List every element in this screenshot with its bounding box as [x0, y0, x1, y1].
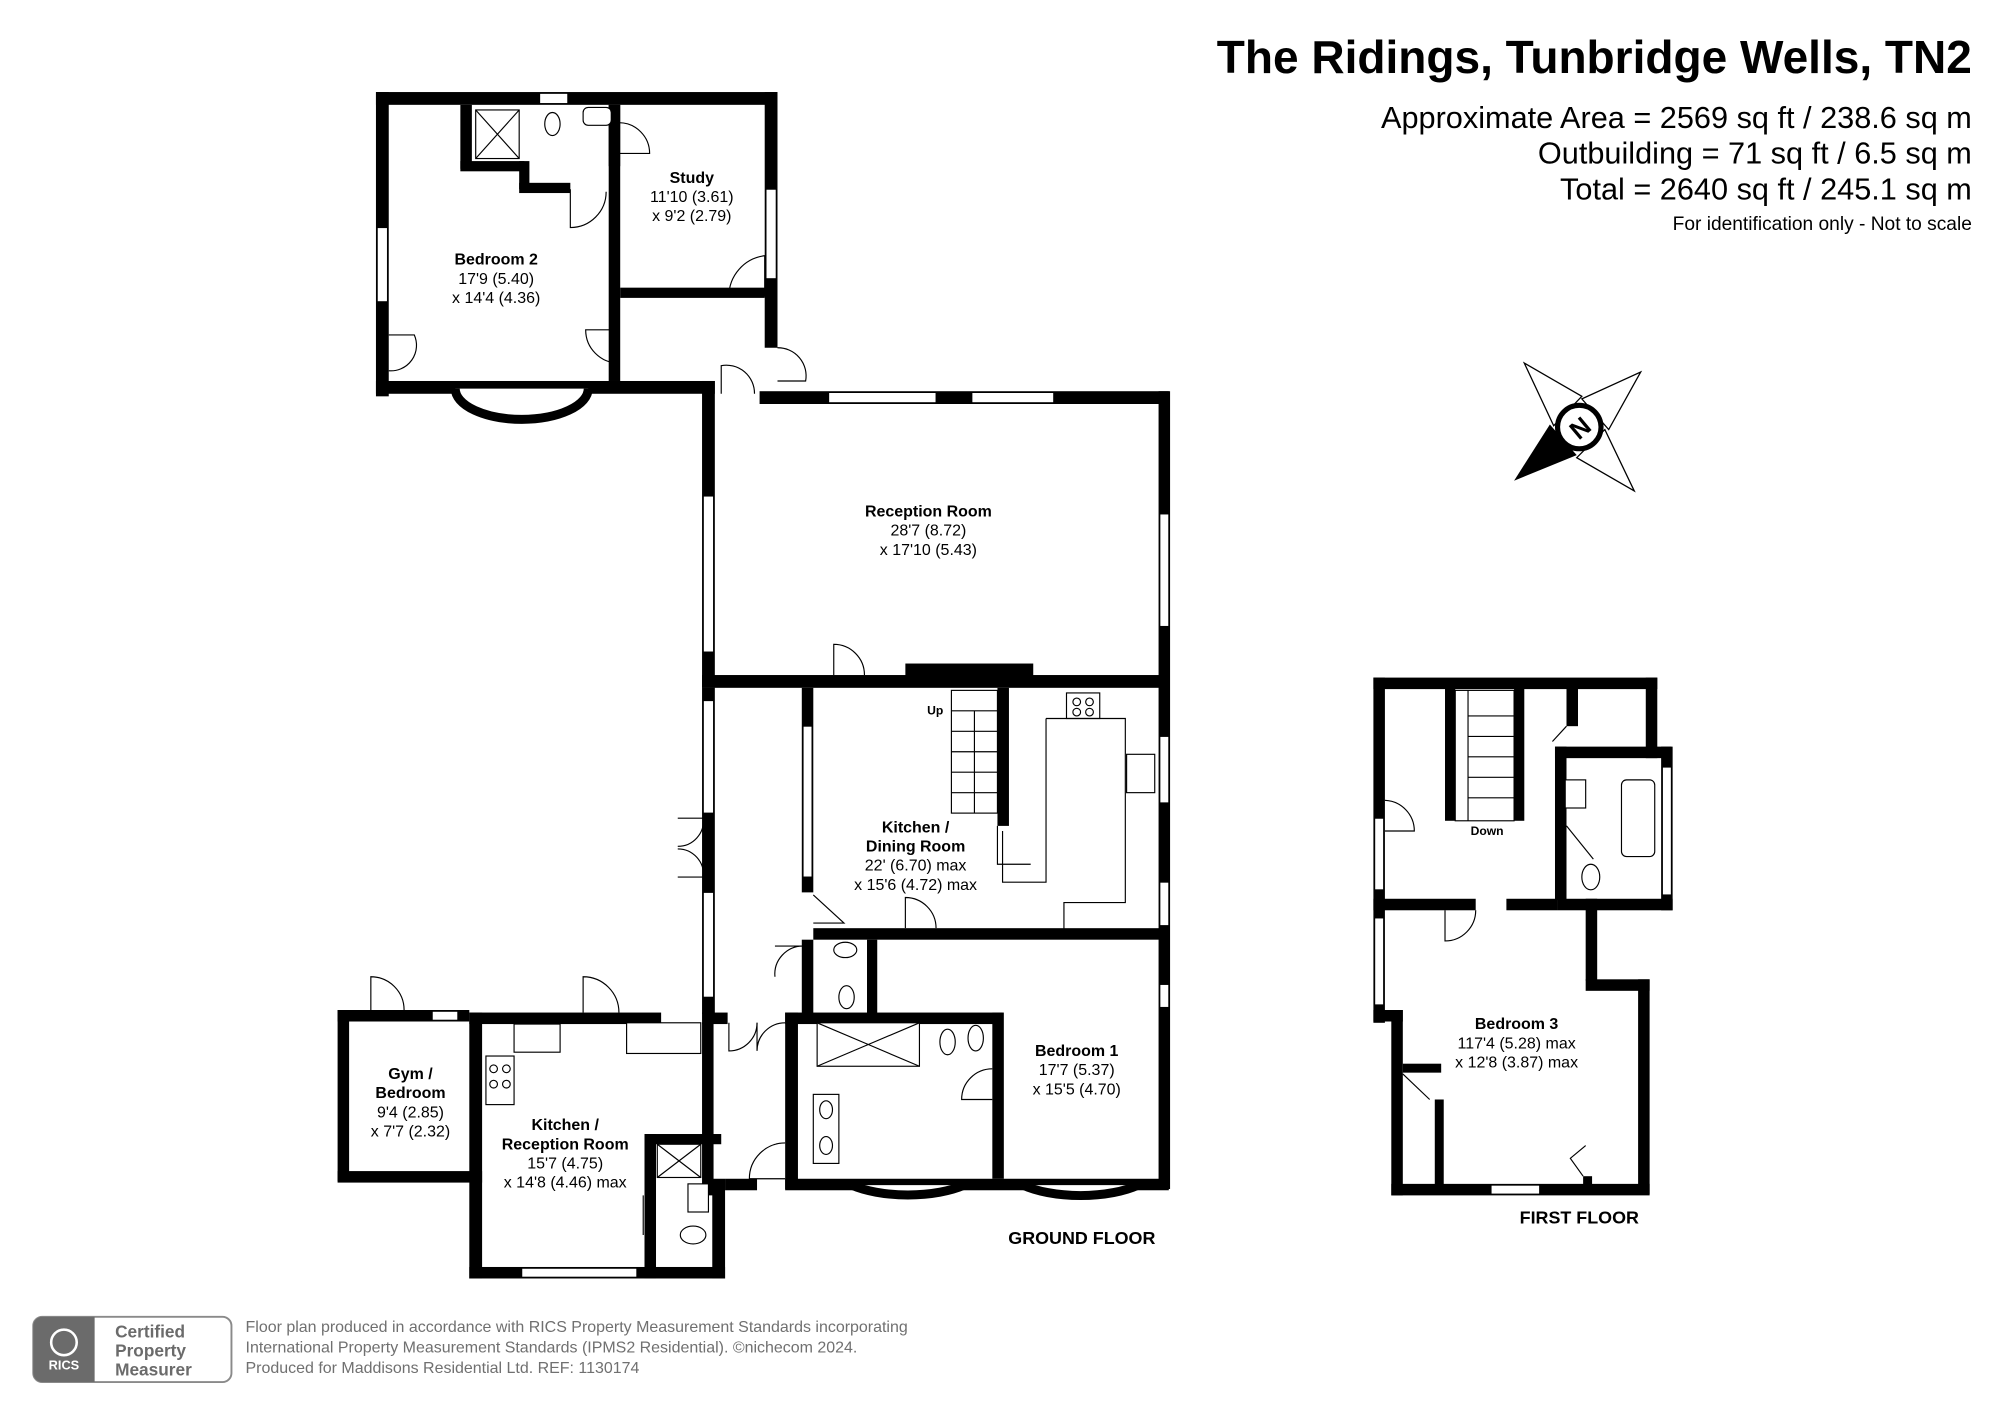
- room-name: Bedroom 2: [454, 252, 538, 269]
- room-dimension: 17'7 (5.37): [1039, 1062, 1115, 1079]
- room-bedroom-1: Bedroom 1 17'7 (5.37) x 15'5 (4.70): [1033, 1043, 1121, 1098]
- room-name: Gym /: [388, 1066, 433, 1083]
- room-dimension: 22' (6.70) max: [865, 858, 967, 875]
- room-dimension: 9'4 (2.85): [377, 1104, 444, 1121]
- ground-floor-label: GROUND FLOOR: [1008, 1228, 1155, 1248]
- first-floor-fixtures: [1374, 689, 1672, 1195]
- first-floor-label: FIRST FLOOR: [1520, 1208, 1639, 1228]
- badge-line-2: Property: [115, 1340, 186, 1360]
- footer-line-1: Floor plan produced in accordance with R…: [246, 1319, 908, 1336]
- room-dimension: x 14'8 (4.46) max: [504, 1175, 627, 1192]
- room-dimension: 28'7 (8.72): [890, 523, 966, 540]
- room-dimension: x 15'6 (4.72) max: [854, 877, 977, 894]
- room-dimension: x 9'2 (2.79): [652, 208, 731, 225]
- room-dimension: x 12'8 (3.87) max: [1455, 1055, 1578, 1072]
- rics-logo-text: RICS: [49, 1357, 80, 1372]
- outbuilding-area: Outbuilding = 71 sq ft / 6.5 sq m: [1538, 136, 1972, 171]
- room-name: Kitchen /: [531, 1117, 599, 1134]
- badge-line-1: Certified: [115, 1321, 185, 1341]
- room-dimension: 15'7 (4.75): [527, 1156, 603, 1173]
- room-kitchen-dining: Kitchen / Dining Room 22' (6.70) max x 1…: [854, 819, 977, 894]
- rics-badge: RICS Certified Property Measurer: [32, 1315, 233, 1383]
- room-name: Kitchen /: [882, 819, 950, 836]
- total-area: Total = 2640 sq ft / 245.1 sq m: [1560, 171, 1972, 206]
- room-name: Bedroom: [375, 1085, 445, 1102]
- room-study: Study 11'10 (3.61) x 9'2 (2.79): [650, 170, 734, 225]
- badge-line-3: Measurer: [115, 1360, 192, 1380]
- room-reception: Reception Room 28'7 (8.72) x 17'10 (5.43…: [865, 504, 992, 559]
- ground-floor-fixtures: [475, 106, 1156, 1245]
- ground-stairs: [950, 689, 999, 814]
- stairs-up-label: Up: [927, 704, 943, 718]
- approximate-area: Approximate Area = 2569 sq ft / 238.6 sq…: [1381, 100, 1972, 135]
- room-name: Reception Room: [502, 1136, 629, 1153]
- room-dimension: x 17'10 (5.43): [880, 542, 977, 559]
- room-name: Dining Room: [866, 838, 965, 855]
- room-name: Reception Room: [865, 504, 992, 521]
- room-name: Bedroom 3: [1475, 1016, 1559, 1033]
- room-dimension: 11'10 (3.61): [650, 189, 734, 206]
- bay-windows: [450, 388, 1140, 1201]
- room-gym: Gym / Bedroom 9'4 (2.85) x 7'7 (2.32): [371, 1066, 450, 1141]
- ground-floor-doors: [370, 122, 1031, 1180]
- room-bedroom-2: Bedroom 2 17'9 (5.40) x 14'4 (4.36): [452, 252, 540, 307]
- stairs-down-label: Down: [1471, 824, 1504, 838]
- first-floor-walls: [1373, 677, 1673, 1196]
- room-dimension: x 7'7 (2.32): [371, 1124, 450, 1141]
- footer-line-3: Produced for Maddisons Residential Ltd. …: [246, 1360, 640, 1377]
- footer-line-2: International Property Measurement Stand…: [246, 1340, 858, 1357]
- room-name: Study: [670, 170, 714, 187]
- room-kitchen-reception: Kitchen / Reception Room 15'7 (4.75) x 1…: [502, 1117, 629, 1192]
- room-name: Bedroom 1: [1035, 1043, 1119, 1060]
- room-bedroom-3: Bedroom 3 117'4 (5.28) max x 12'8 (3.87)…: [1455, 1016, 1578, 1071]
- room-dimension: x 15'5 (4.70): [1033, 1081, 1121, 1098]
- disclaimer: For identification only - Not to scale: [1673, 214, 1972, 235]
- page-title: The Ridings, Tunbridge Wells, TN2: [1217, 31, 1972, 83]
- compass-icon: N: [1514, 361, 1643, 493]
- ground-floor-windows: [376, 92, 1170, 1278]
- room-dimension: x 14'4 (4.36): [452, 290, 540, 307]
- room-dimension: 117'4 (5.28) max: [1458, 1035, 1576, 1052]
- room-dimension: 17'9 (5.40): [458, 271, 534, 288]
